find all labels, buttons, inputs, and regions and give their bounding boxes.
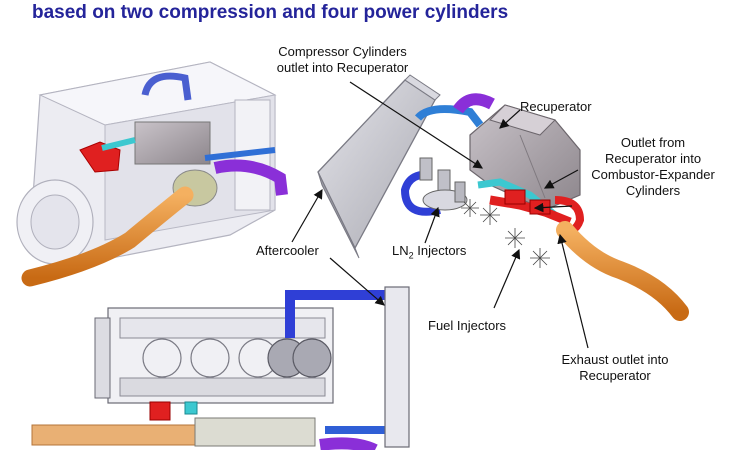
ln2-injectors-parts (419, 157, 468, 211)
label-outlet-line2: Recuperator into (604, 151, 702, 166)
aftercooler-block (317, 74, 441, 259)
label-outlet-from-recuperator: Outlet from Recuperator into Combustor-E… (583, 135, 723, 199)
label-exhaust-line2: Recuperator (579, 368, 651, 383)
engine-overview-left (16, 61, 288, 287)
label-outlet-line4: Cylinders (625, 183, 681, 198)
label-aftercooler: Aftercooler (256, 243, 319, 258)
fuel-injector-sprays (461, 199, 550, 268)
label-compressor-outlet-line1: Compressor Cylinders (278, 44, 407, 59)
label-ln2-prefix: LN (392, 243, 409, 258)
label-outlet-line3: Combustor-Expander (591, 167, 715, 182)
label-ln2-suffix: Injectors (413, 243, 467, 258)
label-compressor-outlet-line2: outlet into Recuperator (276, 60, 409, 75)
leader-lines (291, 81, 589, 349)
label-compressor-outlet: Compressor Cylinders outlet into Recuper… (255, 44, 430, 76)
label-exhaust-outlet: Exhaust outlet into Recuperator (545, 352, 685, 384)
label-exhaust-line1: Exhaust outlet into (561, 352, 669, 367)
label-recuperator: Recuperator (520, 99, 592, 114)
engine-side-view (31, 286, 410, 450)
page-title: based on two compression and four power … (32, 2, 509, 23)
label-ln2-subscript: 2 (408, 250, 414, 261)
label-ln2-injectors: LN2 Injectors (392, 243, 466, 264)
label-fuel-injectors: Fuel Injectors (428, 318, 507, 333)
label-outlet-line1: Outlet from (620, 135, 686, 150)
